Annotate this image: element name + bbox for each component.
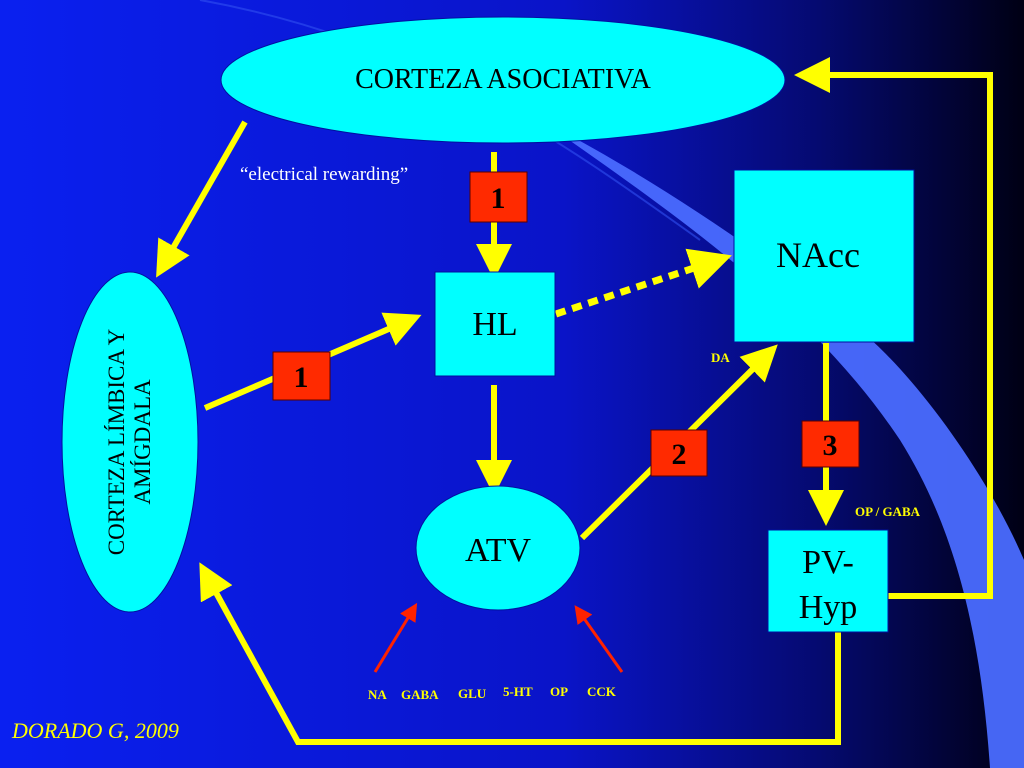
- badge-left-label: 1: [294, 361, 309, 394]
- node-nacc: NAcc: [733, 169, 915, 343]
- node-atv-label: ATV: [465, 532, 532, 569]
- neurotransmitter-glu: GLU: [458, 686, 487, 701]
- node-corteza-asociativa: CORTEZA ASOCIATIVA: [220, 16, 786, 144]
- arrow-pvhyp-to-asociativa: [794, 57, 993, 599]
- node-pvhyp-label-line1: PV-: [802, 544, 854, 581]
- badge-middle-label: 2: [672, 438, 687, 471]
- node-hl: HL: [434, 271, 556, 377]
- node-pvhyp-label-line2: Hyp: [799, 589, 858, 626]
- badge-top-label: 1: [491, 182, 506, 215]
- neurotransmitter-na: NA: [368, 687, 387, 702]
- neurotransmitter-list: NA GABA GLU 5-HT OP CCK: [368, 684, 617, 702]
- node-nacc-label: NAcc: [776, 235, 860, 275]
- arrow-asociativa-to-limbica: [156, 120, 248, 278]
- node-pvhyp: PV- Hyp: [767, 529, 889, 633]
- badge-right: 3: [801, 420, 860, 468]
- badge-right-label: 3: [823, 429, 838, 462]
- node-atv: ATV: [415, 485, 581, 611]
- badge-left: 1: [272, 351, 331, 401]
- arrow-pvhyp-to-limbica: [199, 562, 841, 745]
- node-corteza-limbica: CORTEZA LÍMBICA Y AMÍGDALA: [61, 271, 199, 613]
- node-corteza-limbica-label-line2: AMÍGDALA: [130, 379, 155, 505]
- badge-middle: 2: [650, 429, 708, 477]
- label-da: DA: [711, 350, 730, 365]
- neurotransmitter-cck: CCK: [587, 684, 617, 699]
- background-swoosh: [540, 120, 1024, 768]
- author-credit: DORADO G, 2009: [11, 718, 179, 743]
- neurotransmitter-op: OP: [550, 684, 568, 699]
- input-arrow-left: [373, 602, 418, 673]
- input-arrow-right: [574, 605, 624, 673]
- node-corteza-asociativa-label: CORTEZA ASOCIATIVA: [355, 64, 652, 95]
- node-corteza-limbica-label-line1: CORTEZA LÍMBICA Y: [104, 328, 129, 555]
- label-electrical-rewarding: “electrical rewarding”: [240, 164, 408, 185]
- label-op-gaba: OP / GABA: [855, 504, 921, 519]
- neurotransmitter-gaba: GABA: [401, 687, 439, 702]
- neurotransmitter-5ht: 5-HT: [503, 684, 533, 699]
- badge-top: 1: [469, 171, 528, 223]
- arrow-hl-to-nacc-dotted: [554, 248, 732, 318]
- node-hl-label: HL: [472, 306, 517, 343]
